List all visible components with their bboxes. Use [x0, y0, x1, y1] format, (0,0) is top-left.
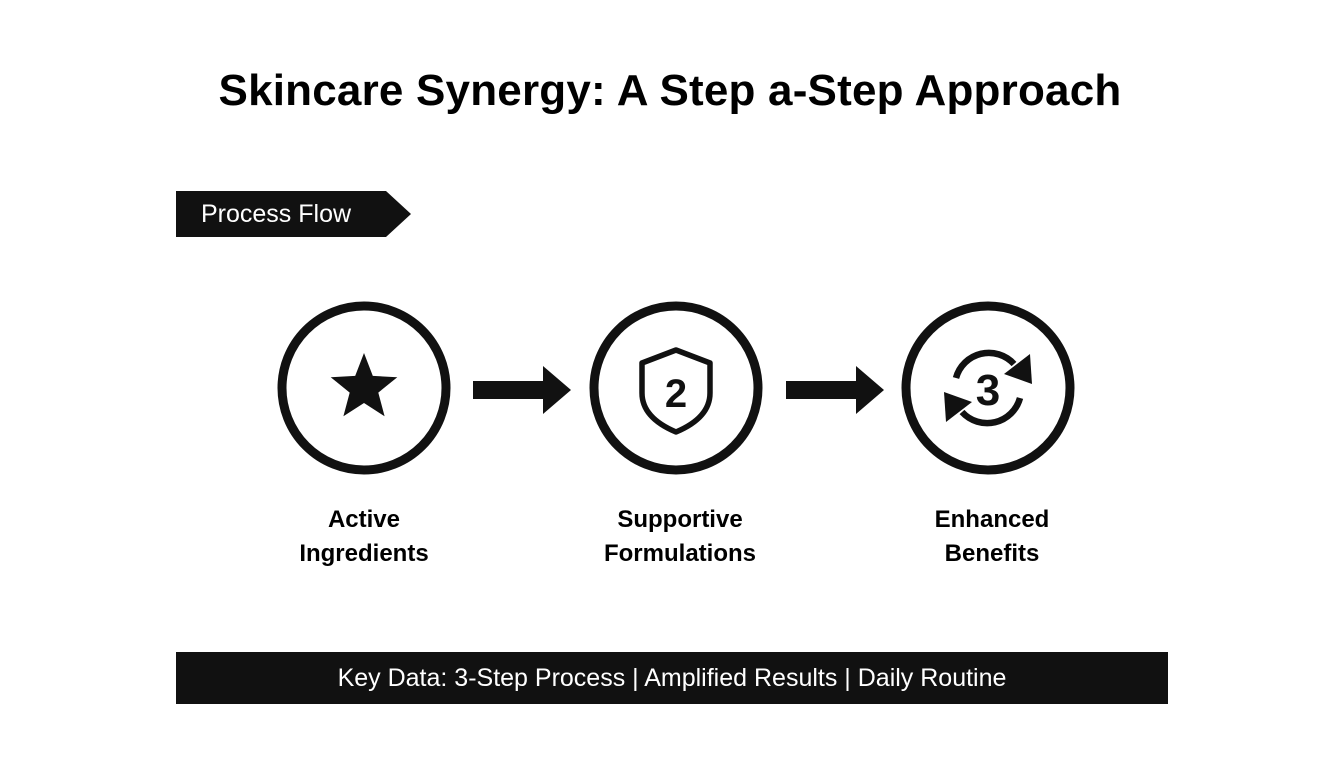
arrow-1-icon	[473, 366, 571, 414]
page-title: Skincare Synergy: A Step a-Step Approach	[218, 66, 1122, 115]
step-2-circle	[589, 301, 763, 475]
step-2-icon-number: 2	[665, 372, 687, 416]
step-2-label: Supportive Formulations	[550, 503, 810, 571]
key-data-banner: Key Data: 3-Step Process | Amplified Res…	[176, 652, 1168, 704]
step-2-label-line-1: Supportive	[617, 506, 743, 533]
shield-number-2-icon	[639, 347, 713, 435]
step-3-label-line-1: Enhanced	[934, 506, 1050, 533]
step-3-node: 3	[901, 301, 1075, 475]
process-flow-tag: Process Flow	[176, 191, 411, 237]
step-1-label-line-2: Ingredients	[299, 540, 429, 567]
step-3-label-line-2: Benefits	[944, 540, 1040, 567]
step-1-label: Active Ingredients	[234, 503, 494, 571]
step-2-node: 2	[589, 301, 763, 475]
key-data-text: Key Data: 3-Step Process | Amplified Res…	[337, 663, 1007, 692]
step-2-label-line-2: Formulations	[603, 540, 756, 567]
step-1-circle	[277, 301, 451, 475]
arrow-2-icon	[786, 366, 884, 414]
step-3-circle	[901, 301, 1075, 475]
star-icon	[330, 353, 398, 417]
step-1-node	[277, 301, 451, 475]
cycle-number-3-icon	[944, 349, 1032, 427]
process-flow-tag-label: Process Flow	[201, 200, 352, 228]
step-3-label: Enhanced Benefits	[862, 503, 1122, 571]
step-1-label-line-1: Active	[327, 506, 401, 533]
step-3-icon-number: 3	[976, 366, 1000, 415]
